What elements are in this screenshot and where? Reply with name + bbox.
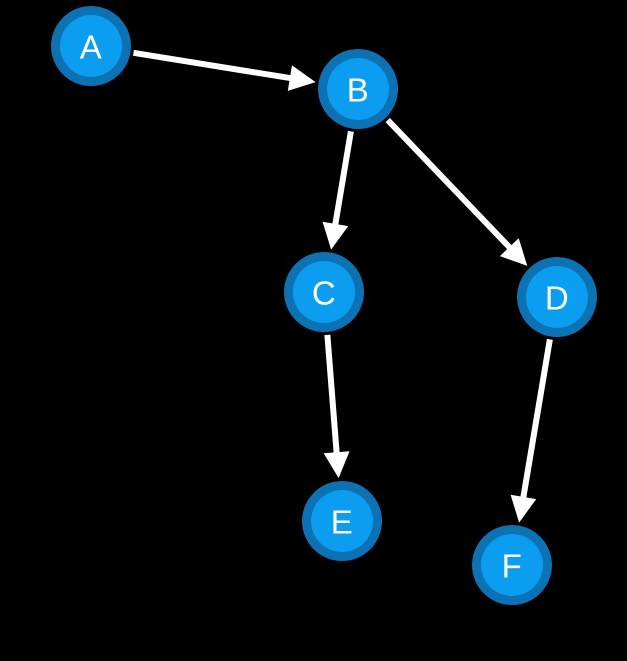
edge-shaft [332, 130, 354, 227]
node-label: D [545, 280, 569, 317]
node-label: C [312, 275, 336, 312]
node-fill [327, 58, 389, 120]
node-fill [526, 266, 588, 328]
node-label: B [347, 72, 370, 109]
node-label: E [331, 504, 354, 541]
edge-arrowhead [323, 451, 350, 479]
node-fill [481, 534, 543, 596]
edge-shaft [385, 117, 513, 251]
node-label: F [502, 548, 523, 585]
edges-layer [132, 49, 553, 523]
graph-edge-c-e[interactable] [323, 334, 350, 479]
graph-edge-b-c[interactable] [322, 130, 354, 250]
edge-arrowhead [287, 65, 316, 91]
edge-shaft [132, 49, 293, 82]
node-fill [293, 261, 355, 323]
graph-node-a[interactable]: A [51, 6, 131, 86]
graph-edge-b-d[interactable] [385, 117, 528, 266]
graph-node-c[interactable]: C [284, 252, 364, 332]
graph-node-e[interactable]: E [302, 481, 382, 561]
graph-node-b[interactable]: B [318, 49, 398, 129]
graph-node-d[interactable]: D [517, 257, 597, 337]
graph-edge-a-b[interactable] [132, 49, 316, 91]
edge-arrowhead [322, 221, 349, 250]
edge-arrowhead [510, 494, 537, 523]
graph-edge-d-f[interactable] [510, 338, 553, 523]
graph-node-f[interactable]: F [472, 525, 552, 605]
edge-shaft [520, 338, 553, 500]
node-label: A [80, 29, 103, 66]
node-fill [60, 15, 122, 77]
edge-arrowhead [499, 238, 528, 266]
nodes-layer: A B C D E F [51, 6, 597, 605]
edge-shaft [324, 334, 340, 455]
node-fill [311, 490, 373, 552]
